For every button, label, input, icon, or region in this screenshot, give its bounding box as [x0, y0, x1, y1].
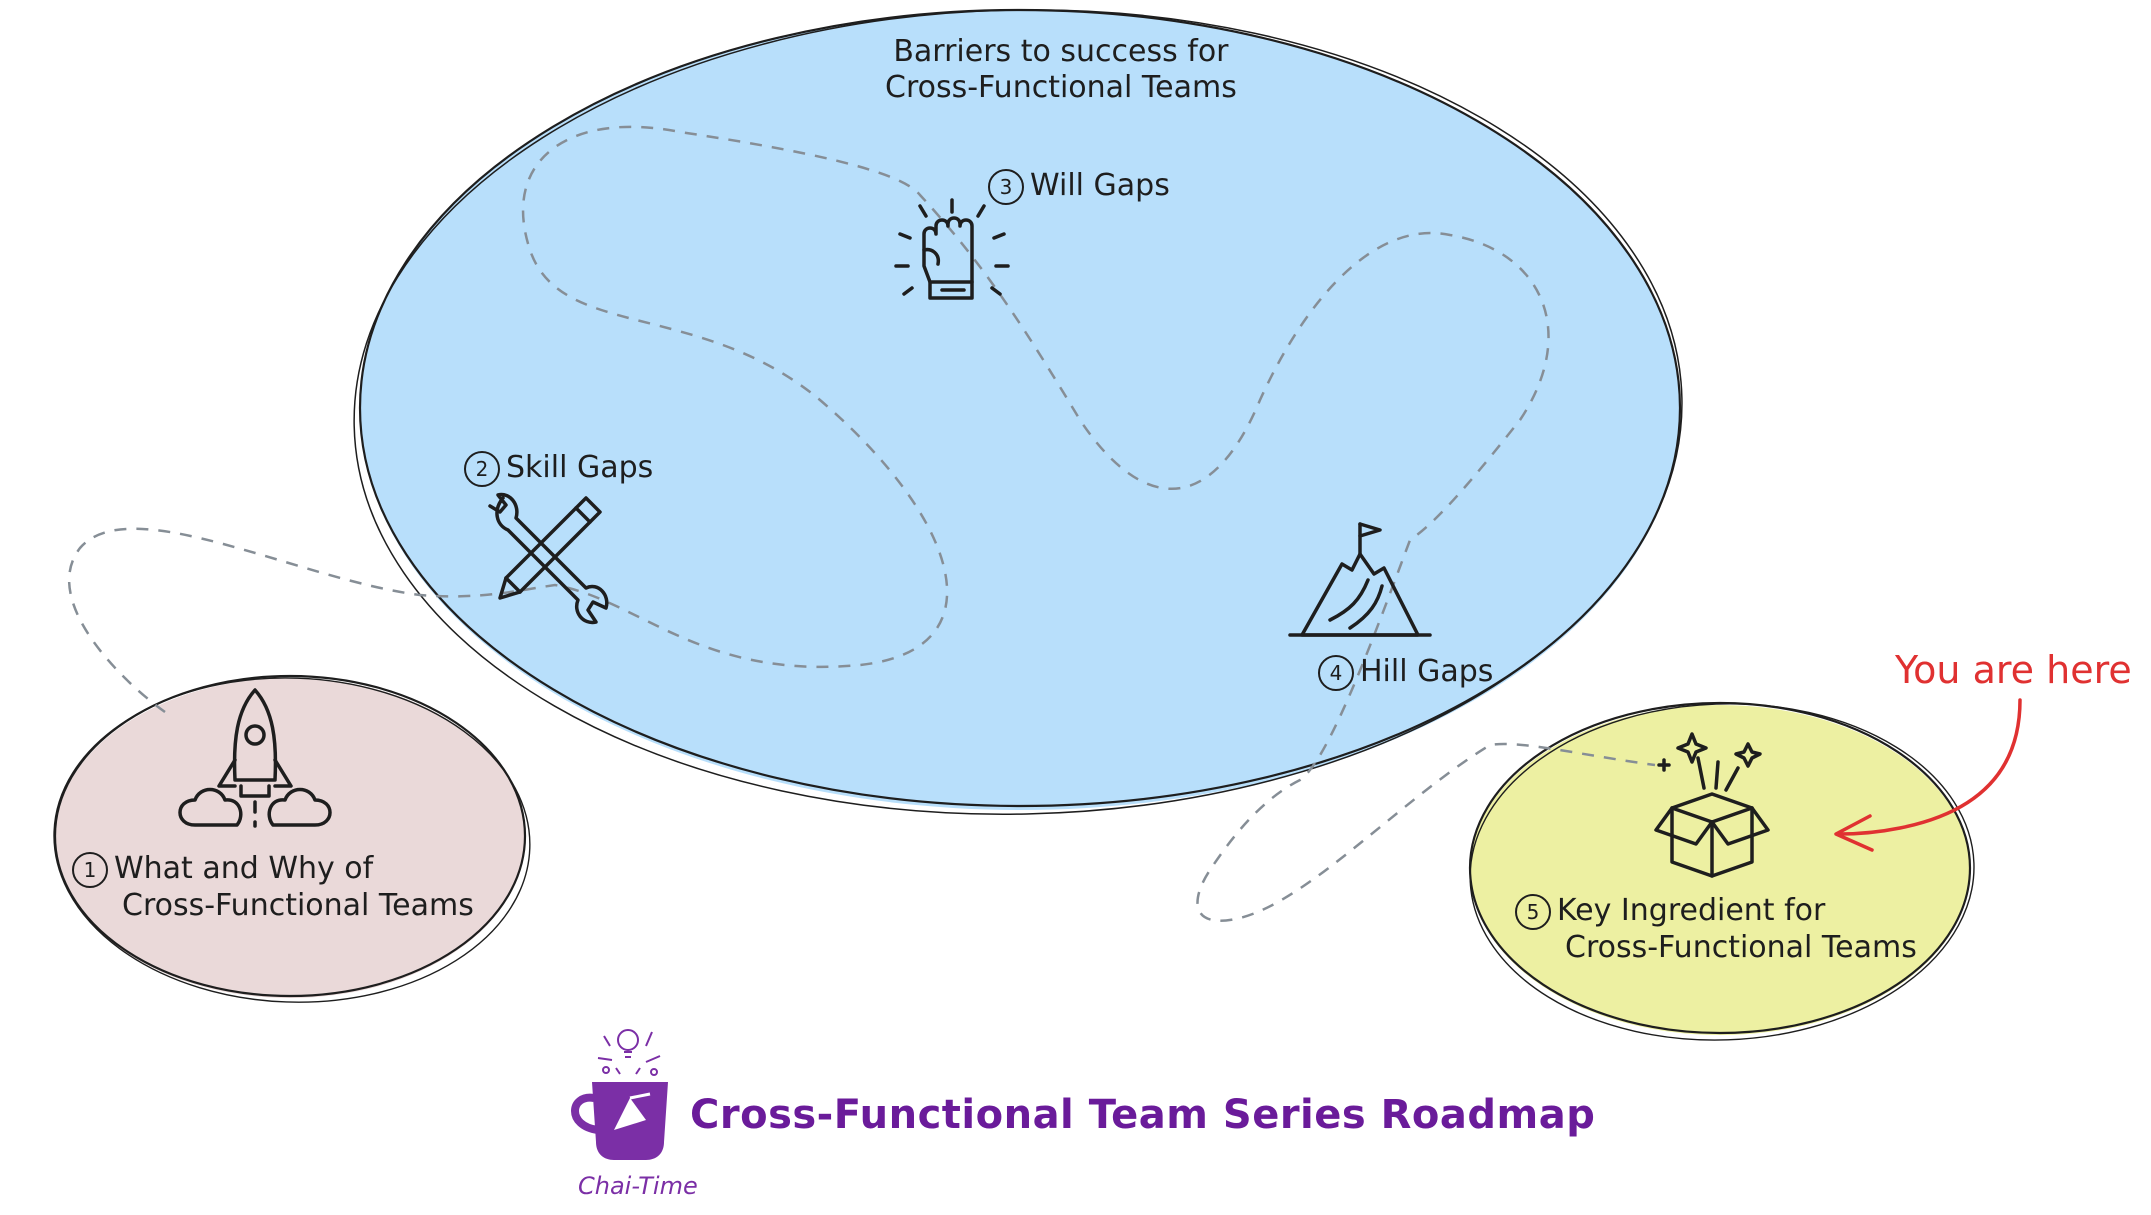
stop-1-line2: Cross-Functional Teams	[122, 887, 474, 923]
stop-4-number: 4	[1318, 654, 1354, 691]
mountain-flag-icon	[1288, 522, 1432, 637]
region-title-line2: Cross-Functional Teams	[885, 70, 1237, 105]
logo-caption: Chai-Time	[578, 1172, 698, 1200]
stop-3-line1: Will Gaps	[1030, 168, 1170, 203]
stop-2-line1: Skill Gaps	[506, 450, 654, 485]
you-are-here-arrow	[1838, 698, 2022, 836]
stop-2-number: 2	[464, 450, 500, 487]
stop-3-number: 3	[988, 168, 1024, 205]
stop-5-line1: Key Ingredient for	[1557, 893, 1826, 928]
stop-5-region	[1468, 701, 1975, 1041]
arrow-head	[1834, 814, 1874, 852]
chai-mug-icon	[571, 1029, 668, 1160]
stop-1-number: 1	[72, 851, 108, 888]
open-gift-box-icon	[1654, 732, 1770, 878]
stop-5-line2: Cross-Functional Teams	[1565, 929, 1917, 965]
stop-4-line1: Hill Gaps	[1360, 654, 1494, 689]
stop-1-region	[53, 674, 531, 1003]
stop-1-line1: What and Why of	[114, 851, 374, 886]
barriers-region	[353, 8, 1683, 815]
you-are-here-label: You are here	[1895, 648, 2132, 692]
rocket-icon	[178, 688, 332, 828]
footer-title: Cross-Functional Team Series Roadmap	[690, 1092, 1596, 1138]
wrench-pencil-icon	[488, 492, 609, 625]
stop-5-number: 5	[1515, 893, 1551, 930]
raised-fist-icon	[894, 198, 1010, 300]
region-title: Barriers to success for Cross-Functional…	[885, 34, 1237, 106]
region-title-line1: Barriers to success for	[893, 34, 1229, 69]
